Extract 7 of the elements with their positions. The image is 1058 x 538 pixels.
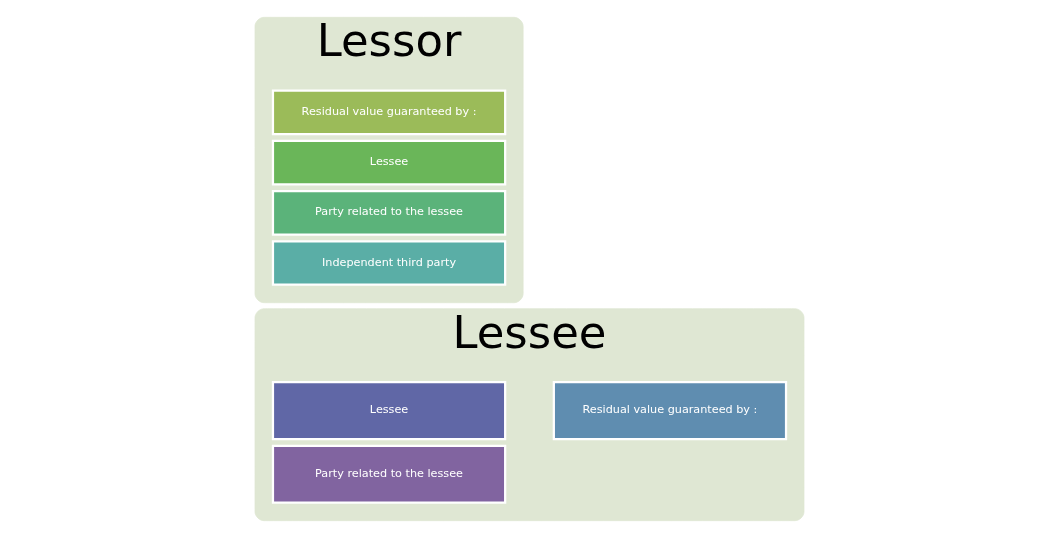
node-box: Party related to the lessee <box>271 189 506 236</box>
node-box: Independent third party <box>271 240 506 286</box>
node-box: Lessee <box>271 380 506 441</box>
node-box: Residual value guaranteed by : <box>271 89 506 136</box>
node-box: Party related to the lessee <box>271 444 506 504</box>
node-box: Residual value guaranteed by : <box>552 380 787 441</box>
node-box: Lessee <box>271 139 506 186</box>
